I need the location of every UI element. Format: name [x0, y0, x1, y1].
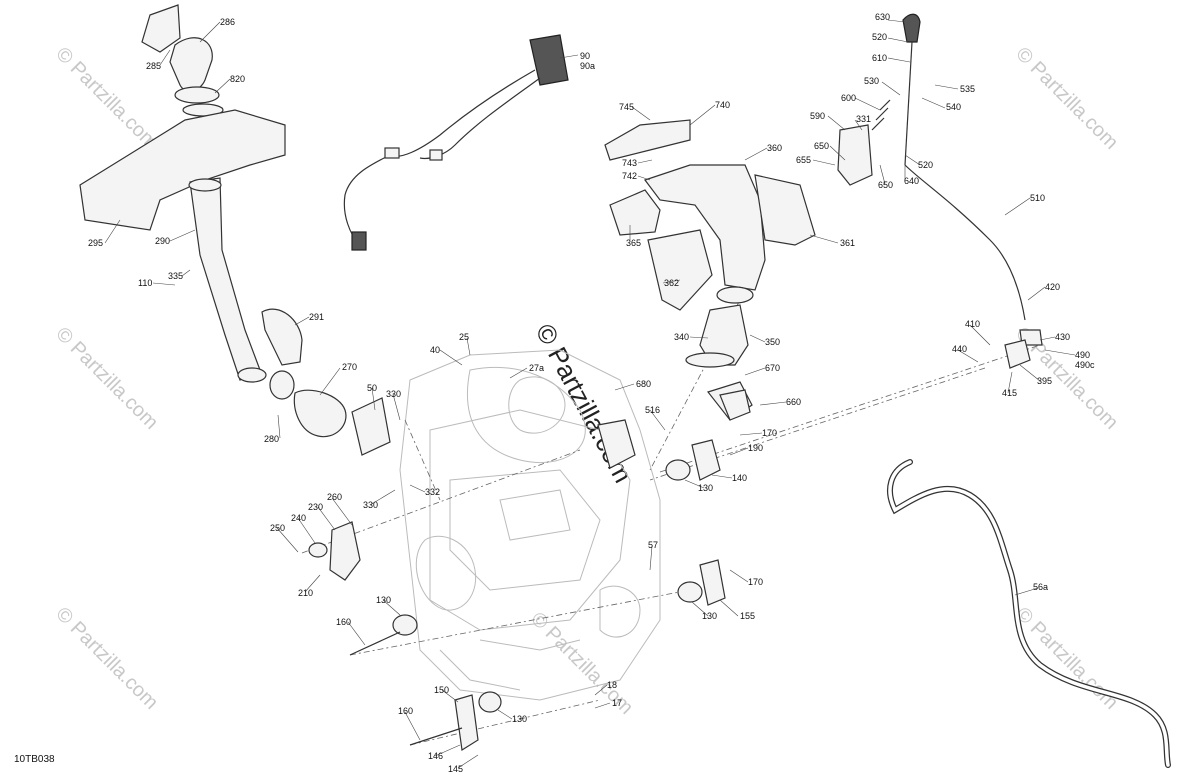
callout-label: 590: [810, 111, 825, 121]
callout-label: 56a: [1033, 582, 1048, 592]
callout-label: 130: [698, 483, 713, 493]
callout-label: 330: [363, 500, 378, 510]
callout-label: 395: [1037, 376, 1052, 386]
callout-label: 740: [715, 100, 730, 110]
callout-label: 90: [580, 51, 590, 61]
callout-label: 150: [434, 685, 449, 695]
callout-label: 110: [138, 278, 152, 288]
shifter-linkage: [837, 13, 1043, 369]
callout-label: 520: [872, 32, 887, 42]
callout-label: 745: [619, 102, 634, 112]
watermark-text: © Partzilla.com: [1011, 43, 1122, 154]
callout-label: 650: [814, 141, 829, 151]
callout-label: 145: [448, 764, 463, 774]
wiring-harness: [343, 34, 569, 251]
callout-label: 291: [309, 312, 324, 322]
callout-label: 160: [336, 617, 351, 627]
engine-mounts: [308, 389, 751, 751]
callout-label: 510: [1030, 193, 1045, 203]
callout-label: 630: [875, 12, 890, 22]
callout-label: 170: [762, 428, 777, 438]
callout-label: 286: [220, 17, 235, 27]
callout-label: 240: [291, 513, 306, 523]
callout-label: 410: [965, 319, 980, 329]
part-callouts: 630 520 610 530 535 540 286 285 820 90 9…: [88, 12, 1095, 774]
callout-label: 57: [648, 540, 658, 550]
callout-label: 430: [1055, 332, 1070, 342]
callout-label: 25: [459, 332, 469, 342]
figure-code: 10TB038: [14, 754, 55, 765]
callout-label: 530: [864, 76, 879, 86]
callout-label: 660: [786, 397, 801, 407]
callout-label: 140: [732, 473, 747, 483]
callout-label: 27a: [529, 363, 544, 373]
callout-label: 650: [878, 180, 893, 190]
callout-label: 160: [398, 706, 413, 716]
callout-label: 516: [645, 405, 660, 415]
callout-label: 270: [342, 362, 357, 372]
callout-label: 655: [796, 155, 811, 165]
callout-label: 340: [674, 332, 689, 342]
callout-label: 40: [430, 345, 440, 355]
callout-label: 155: [740, 611, 755, 621]
callout-label: 362: [664, 278, 679, 288]
callout-label: 250: [270, 523, 285, 533]
callout-label: 360: [767, 143, 782, 153]
callout-label: 680: [636, 379, 651, 389]
callout-label: 90a: [580, 61, 595, 71]
hose-56a: [887, 459, 1171, 768]
callout-label: 820: [230, 74, 245, 84]
watermark-text: © Partzilla.com: [51, 603, 162, 714]
callout-label: 280: [264, 434, 279, 444]
callout-label: 130: [702, 611, 717, 621]
callout-label: 420: [1045, 282, 1060, 292]
callout-label: 260: [327, 492, 342, 502]
callout-label: 742: [622, 171, 637, 181]
callout-label: 130: [512, 714, 527, 724]
callout-label: 332: [425, 487, 440, 497]
callout-label: 600: [841, 93, 856, 103]
callout-label: 350: [765, 337, 780, 347]
callout-label: 170: [748, 577, 763, 587]
engine-block-drawing: [399, 349, 661, 701]
watermark-text: © Partzilla.com: [51, 323, 162, 434]
callout-label: 290: [155, 236, 170, 246]
duct-assembly: [604, 119, 816, 421]
callout-label: 295: [88, 238, 103, 248]
callout-label: 361: [840, 238, 855, 248]
leader-lines: [104, 19, 1076, 769]
callout-label: 640: [904, 176, 919, 186]
watermark-text: © Partzilla.com: [51, 43, 162, 154]
callout-label: 50: [367, 383, 377, 393]
air-intake-assembly: [79, 4, 391, 456]
callout-label: 18: [607, 680, 617, 690]
callout-label: 17: [612, 698, 622, 708]
watermark-text: © Partzilla.com: [1011, 603, 1122, 714]
callout-label: 520: [918, 160, 933, 170]
callout-label: 285: [146, 61, 161, 71]
callout-label: 335: [168, 271, 183, 281]
callout-label: 230: [308, 502, 323, 512]
callout-label: 330: [386, 389, 401, 399]
callout-label: 440: [952, 344, 967, 354]
callout-label: 331: [856, 114, 871, 124]
callout-label: 146: [428, 751, 443, 761]
callout-label: 190: [748, 443, 763, 453]
callout-label: 490: [1075, 350, 1090, 360]
callout-label: 365: [626, 238, 641, 248]
callout-label: 415: [1002, 388, 1017, 398]
callout-label: 540: [946, 102, 961, 112]
callout-label: 610: [872, 53, 887, 63]
callout-label: 670: [765, 363, 780, 373]
callout-label: 743: [622, 158, 637, 168]
assembly-lines: [301, 299, 1041, 746]
callout-label: 535: [960, 84, 975, 94]
callout-label: 490c: [1075, 360, 1095, 370]
callout-label: 210: [298, 588, 313, 598]
callout-label: 130: [376, 595, 391, 605]
